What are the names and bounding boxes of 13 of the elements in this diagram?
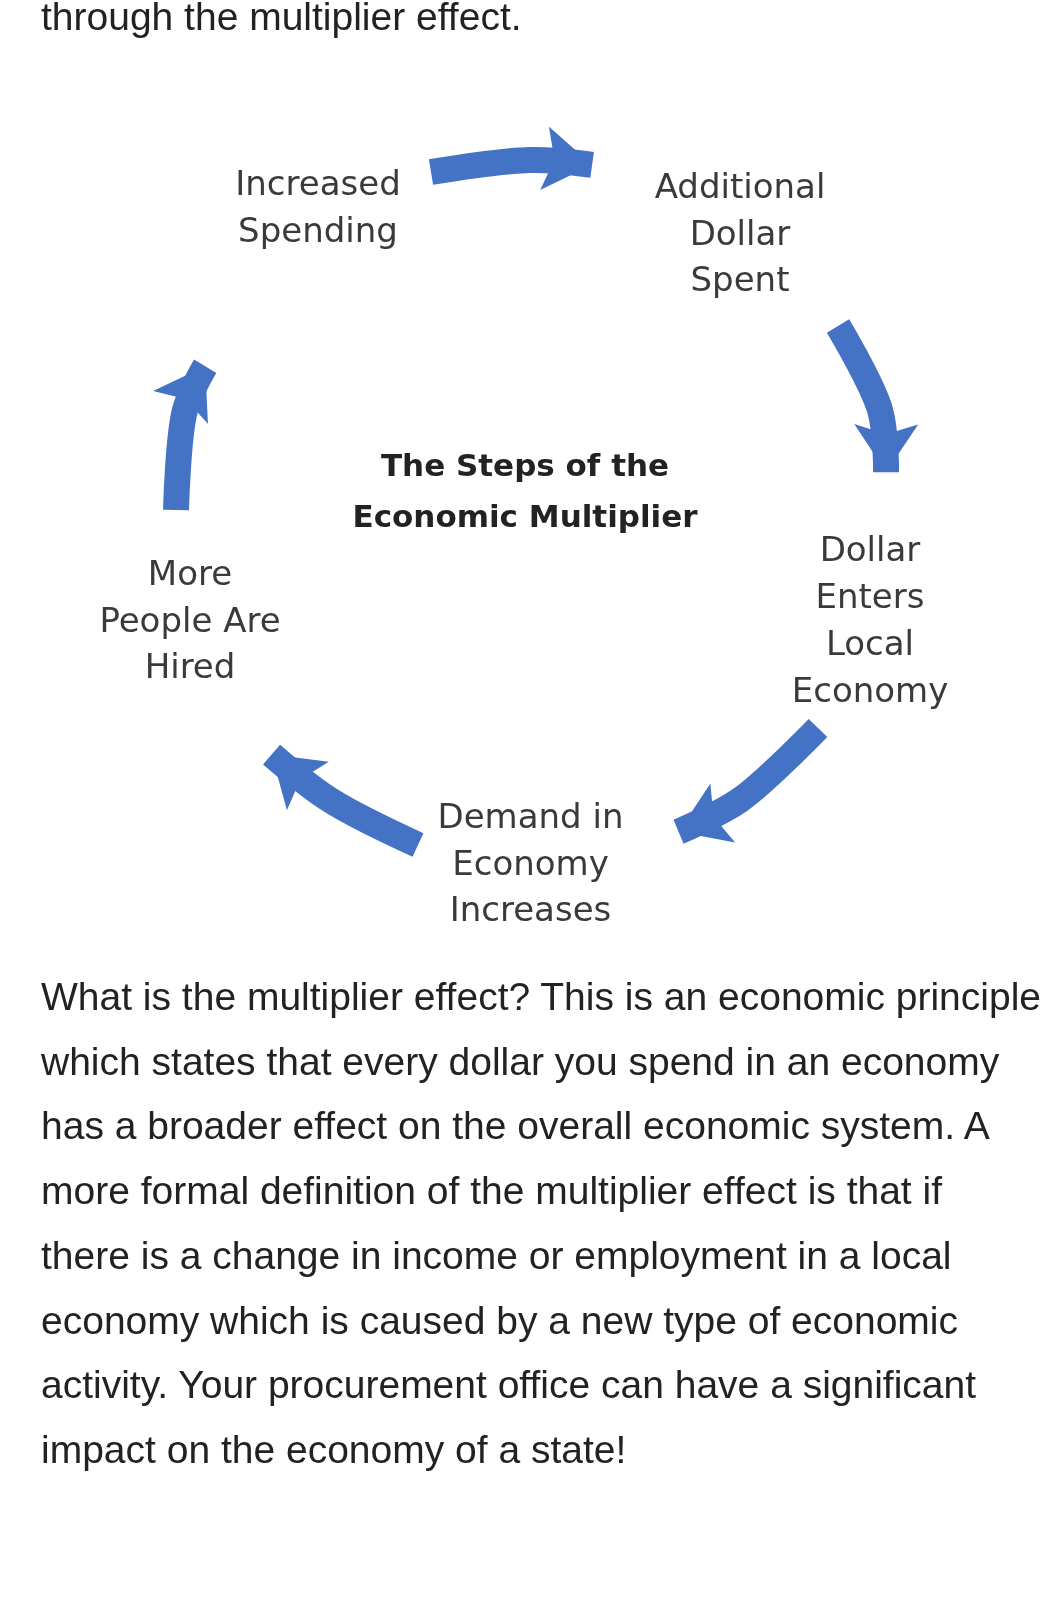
curved-arrow [826, 319, 919, 473]
step-label: Additional Dollar Spent [653, 164, 827, 302]
curved-arrow [153, 359, 217, 511]
curved-arrow [428, 126, 594, 191]
sentence-fragment: through the multiplier effect. [41, 0, 523, 40]
curved-arrow [263, 744, 424, 857]
step-label: Demand in Economy Increases [436, 794, 625, 932]
diagram-title: The Steps of the Economic Multiplier [351, 446, 699, 537]
paragraph: What is the multiplier effect? This is an economic principle which states that every dollar you spend in an economy has a broader effect on the overall economic system. A more formal definition of the multiplier effect is that if there is a change in income or employment in a local economy which is caused by a new type of economic activity. Your procurement office can have a significant impact on the economy of a state! [41, 974, 1041, 1474]
curved-arrow [673, 718, 828, 844]
step-label: More People Are Hired [98, 551, 282, 689]
step-label: Dollar Enters Local Economy [790, 528, 950, 712]
step-label: Increased Spending [234, 162, 402, 252]
